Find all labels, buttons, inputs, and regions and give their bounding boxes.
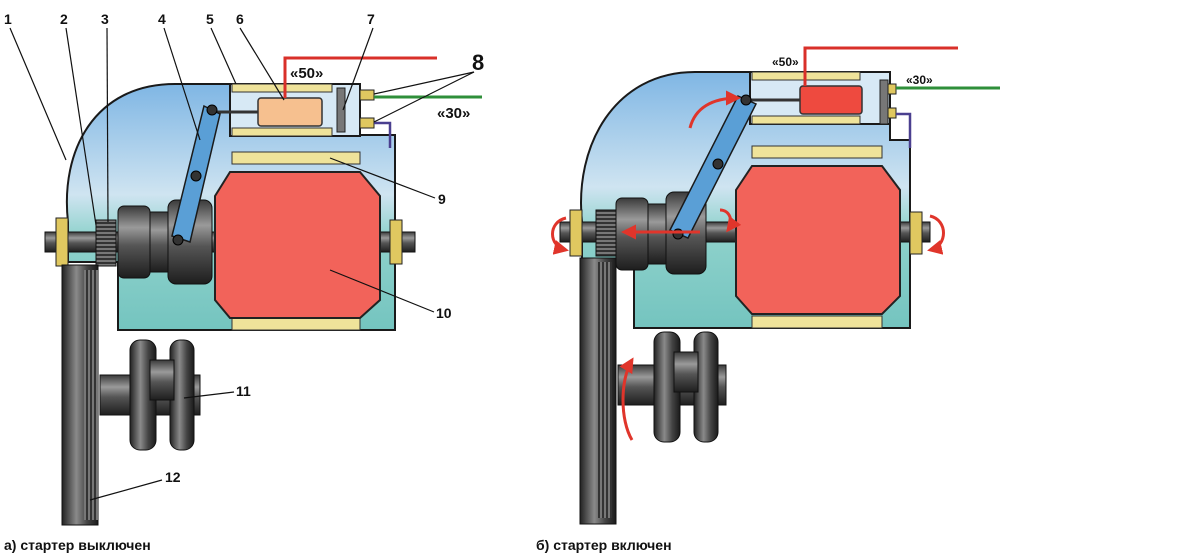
caption-starter-on: б) стартер включен <box>536 537 672 553</box>
armature <box>214 171 381 319</box>
solenoid-core <box>257 97 323 127</box>
callout-3: 3 <box>101 11 109 27</box>
callout-10: 10 <box>436 305 452 321</box>
bushing-right <box>909 211 923 255</box>
callout-8: 8 <box>472 50 484 75</box>
field-winding-top <box>231 151 361 165</box>
solenoid-winding-bottom <box>231 127 333 137</box>
solenoid-core <box>799 85 863 115</box>
callout-6: 6 <box>236 11 244 27</box>
field-winding-bottom <box>751 315 883 329</box>
wire-50 <box>283 56 437 98</box>
shaft-right-rotation-arrow <box>927 214 945 255</box>
caption-starter-off: а) стартер выключен <box>4 537 151 553</box>
contact-plate <box>336 87 346 133</box>
clutch-sleeve <box>149 211 169 273</box>
leader-lines-a <box>9 27 475 501</box>
terminal-30-label: «30» <box>437 105 470 122</box>
callout-5: 5 <box>206 11 214 27</box>
shaft-left-rotation-arrow <box>551 216 569 255</box>
terminal-30-bolt <box>359 117 375 129</box>
wire-50 <box>803 46 958 86</box>
callout-1: 1 <box>4 11 12 27</box>
flywheel-teeth <box>598 262 612 518</box>
terminal-50-bolt <box>359 89 375 101</box>
crankshaft <box>617 331 727 443</box>
overrunning-clutch <box>615 197 649 271</box>
bushing-left <box>55 217 69 267</box>
wire-ground <box>374 121 392 148</box>
terminal-30-label: «30» <box>906 73 933 87</box>
pinion-gear <box>595 209 617 257</box>
callout-9: 9 <box>438 191 446 207</box>
callout-11: 11 <box>236 383 251 399</box>
terminal-50-label: «50» <box>290 65 323 82</box>
terminal-50-bolt <box>887 83 897 95</box>
flywheel-rotation-arrow <box>619 357 634 441</box>
callout-7: 7 <box>367 11 375 27</box>
pinion-gear <box>95 219 117 267</box>
field-winding-top <box>751 145 883 159</box>
wire-ground <box>896 112 912 148</box>
callout-2: 2 <box>60 11 68 27</box>
clutch-rotation-arrow <box>719 208 742 233</box>
terminal-30-bolt <box>887 107 897 119</box>
bushing-left <box>569 209 583 257</box>
motion-arrows <box>551 90 945 441</box>
field-winding-bottom <box>231 317 361 331</box>
callout-4: 4 <box>158 11 166 27</box>
overrunning-clutch <box>117 205 151 279</box>
solenoid-winding-top <box>231 83 333 93</box>
clutch-sleeve <box>647 203 667 265</box>
bushing-right <box>389 219 403 265</box>
contact-plate <box>879 79 889 125</box>
callout-12: 12 <box>165 469 181 485</box>
crankshaft <box>99 339 201 451</box>
solenoid-winding-bottom <box>751 115 861 125</box>
lever-pull-arrow <box>688 90 741 129</box>
armature <box>735 165 901 315</box>
panel-b: «50» «30» <box>551 46 1000 525</box>
terminal-50-label: «50» <box>772 55 799 69</box>
flywheel-teeth <box>84 270 98 520</box>
panel-a: 1 2 3 4 5 6 7 8 9 10 11 12 «50» «30» <box>4 11 484 526</box>
